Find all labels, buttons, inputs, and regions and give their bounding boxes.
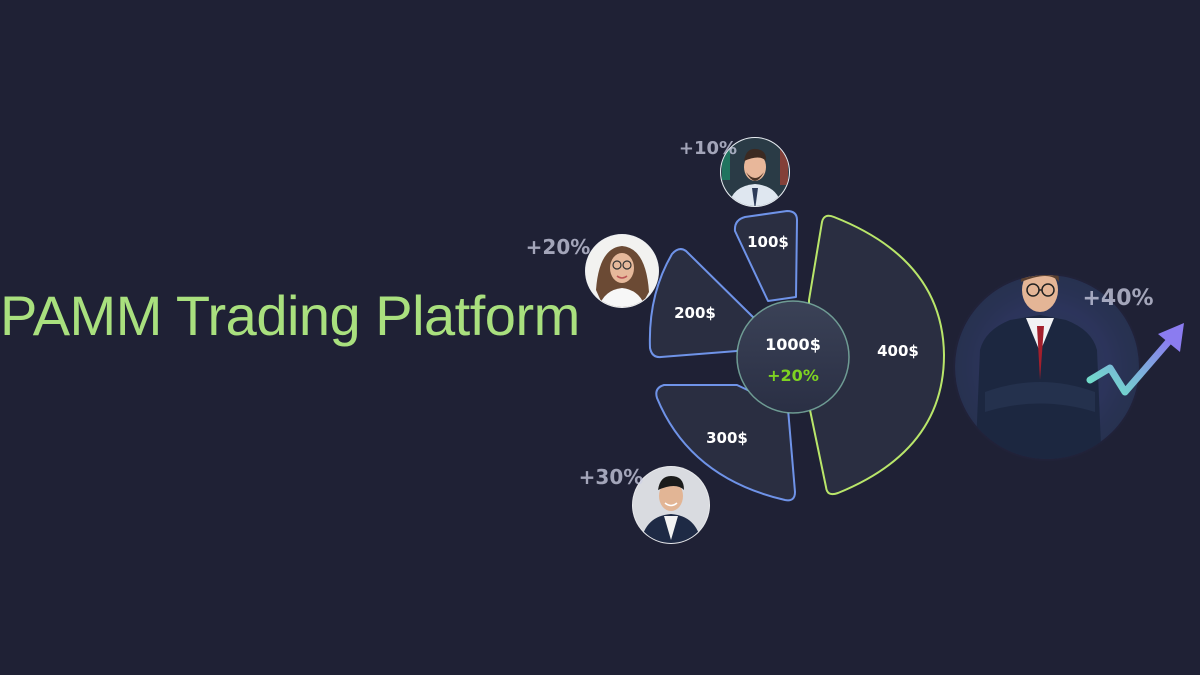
segment-label-200: 200$ [674, 304, 716, 322]
center-amount: 1000$ [765, 335, 821, 354]
segment-300 [655, 384, 796, 502]
center-circle [736, 300, 850, 414]
segment-label-400: 400$ [877, 342, 919, 360]
segment-100 [733, 210, 798, 302]
center-gain: +20% [767, 366, 819, 385]
avatar-investor-4 [953, 273, 1184, 461]
investor-1-gain: +10% [679, 138, 737, 159]
investor-4-gain: +40% [1082, 286, 1153, 311]
segment-label-300: 300$ [706, 429, 748, 447]
avatar-investor-1 [720, 137, 790, 207]
page-title: PAMM Trading Platform [0, 284, 580, 347]
avatar-investor-3 [632, 466, 710, 544]
segment-label-100: 100$ [747, 233, 789, 251]
segment-400 [808, 214, 945, 496]
segment-200 [648, 248, 757, 359]
investor-3-gain: +30% [579, 465, 644, 489]
avatar-investor-2 [585, 234, 659, 308]
investor-2-gain: +20% [526, 235, 591, 259]
